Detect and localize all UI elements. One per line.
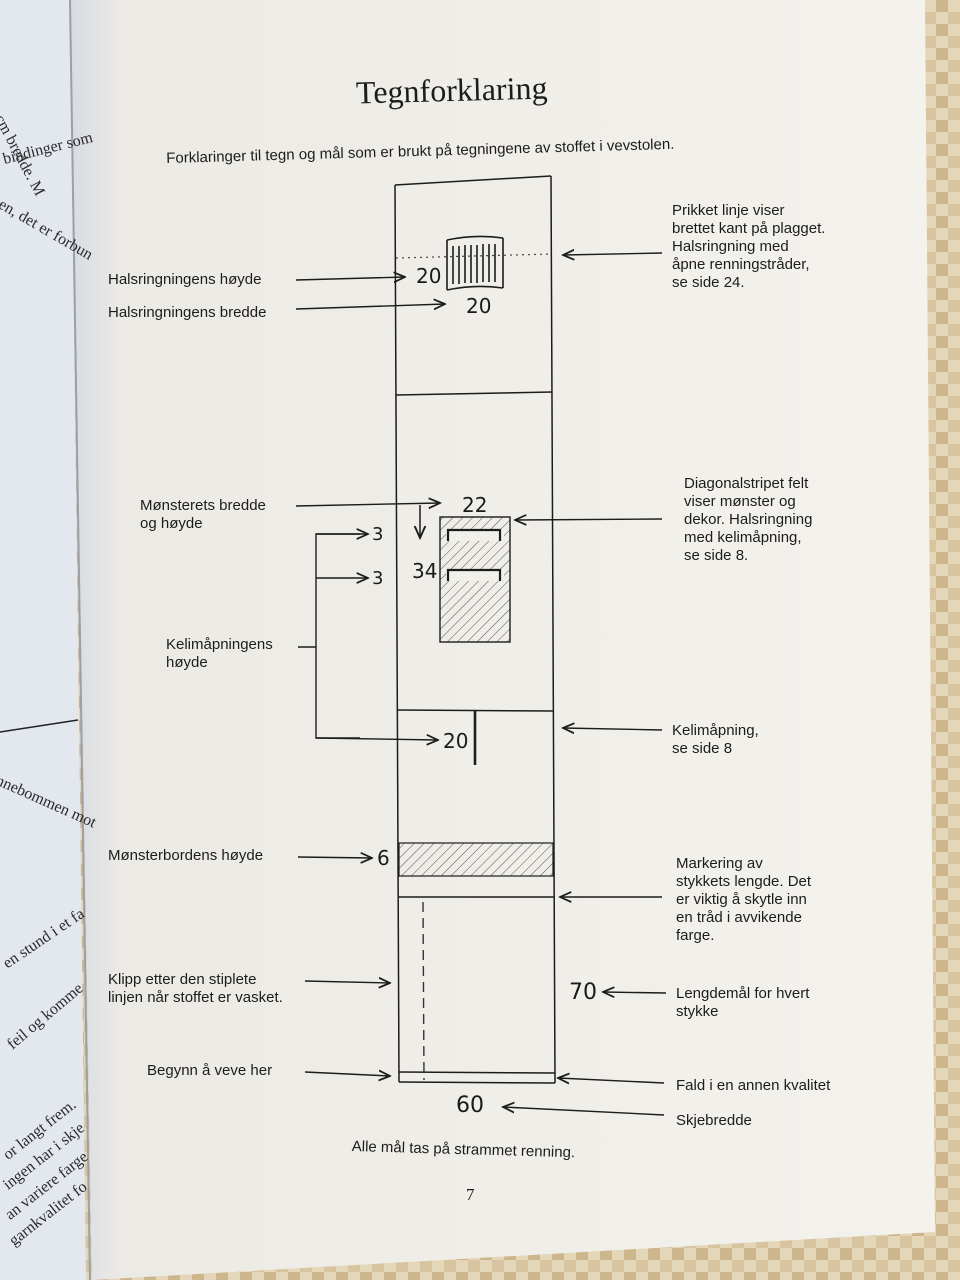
measure-neck-width: 20 (466, 294, 492, 318)
dotted-fold-line (395, 253, 553, 259)
page-number: 7 (466, 1185, 475, 1204)
label-length-measure: Lengdemål for hvert stykke (676, 985, 810, 1020)
label-hem: Fald i en annen kvalitet (676, 1077, 831, 1094)
label-neck-height: Halsringningens høyde (108, 271, 262, 288)
page-title: Tegnforklaring (355, 69, 548, 111)
measure-piece-length: 70 (569, 980, 597, 1005)
label-reed-width: Skjebredde (676, 1112, 752, 1129)
label-length-marking: Markering av stykkets lengde. Det er vik… (676, 855, 812, 944)
measure-pattern-width: 22 (462, 493, 488, 517)
left-page (0, 0, 86, 1280)
label-dotted-line: Prikket linje viser brettet kant på plag… (672, 202, 826, 291)
left-arrows (295, 277, 445, 1076)
label-diagonal-field: Diagonalstripet felt viser mønster og de… (684, 475, 813, 564)
label-border-height: Mønsterbordens høyde (108, 847, 264, 864)
neck-opening (446, 235, 504, 291)
measure-kelim-a: 3 (372, 524, 384, 545)
kelim-slit-marks (446, 528, 502, 581)
label-neck-width: Halsringningens bredde (108, 304, 267, 321)
fabric-strip (394, 175, 556, 1084)
label-kelim-opening: Kelimåpning, se side 8 (672, 722, 759, 757)
pattern-border (398, 842, 554, 877)
page-gutter (69, 0, 91, 1280)
measure-neck-height: 20 (416, 264, 442, 288)
right-arrows (503, 253, 667, 1116)
label-cut-line: Klipp etter den stiplete linjen når stof… (108, 971, 283, 1006)
dashed-cut-line (422, 901, 425, 1081)
measure-kelim-b: 3 (372, 568, 384, 589)
measure-kelim-slit: 20 (443, 729, 469, 753)
measure-reed-width: 60 (456, 1093, 484, 1118)
label-kelim-height: Kelimåpningens høyde (166, 636, 273, 671)
left-page-rule (0, 719, 79, 733)
measure-pattern-height: 34 (412, 559, 438, 583)
label-start-weaving: Begynn å veve her (147, 1062, 273, 1079)
measure-border-height: 6 (377, 846, 390, 870)
label-pattern-size: Mønsterets bredde og høyde (140, 497, 266, 532)
